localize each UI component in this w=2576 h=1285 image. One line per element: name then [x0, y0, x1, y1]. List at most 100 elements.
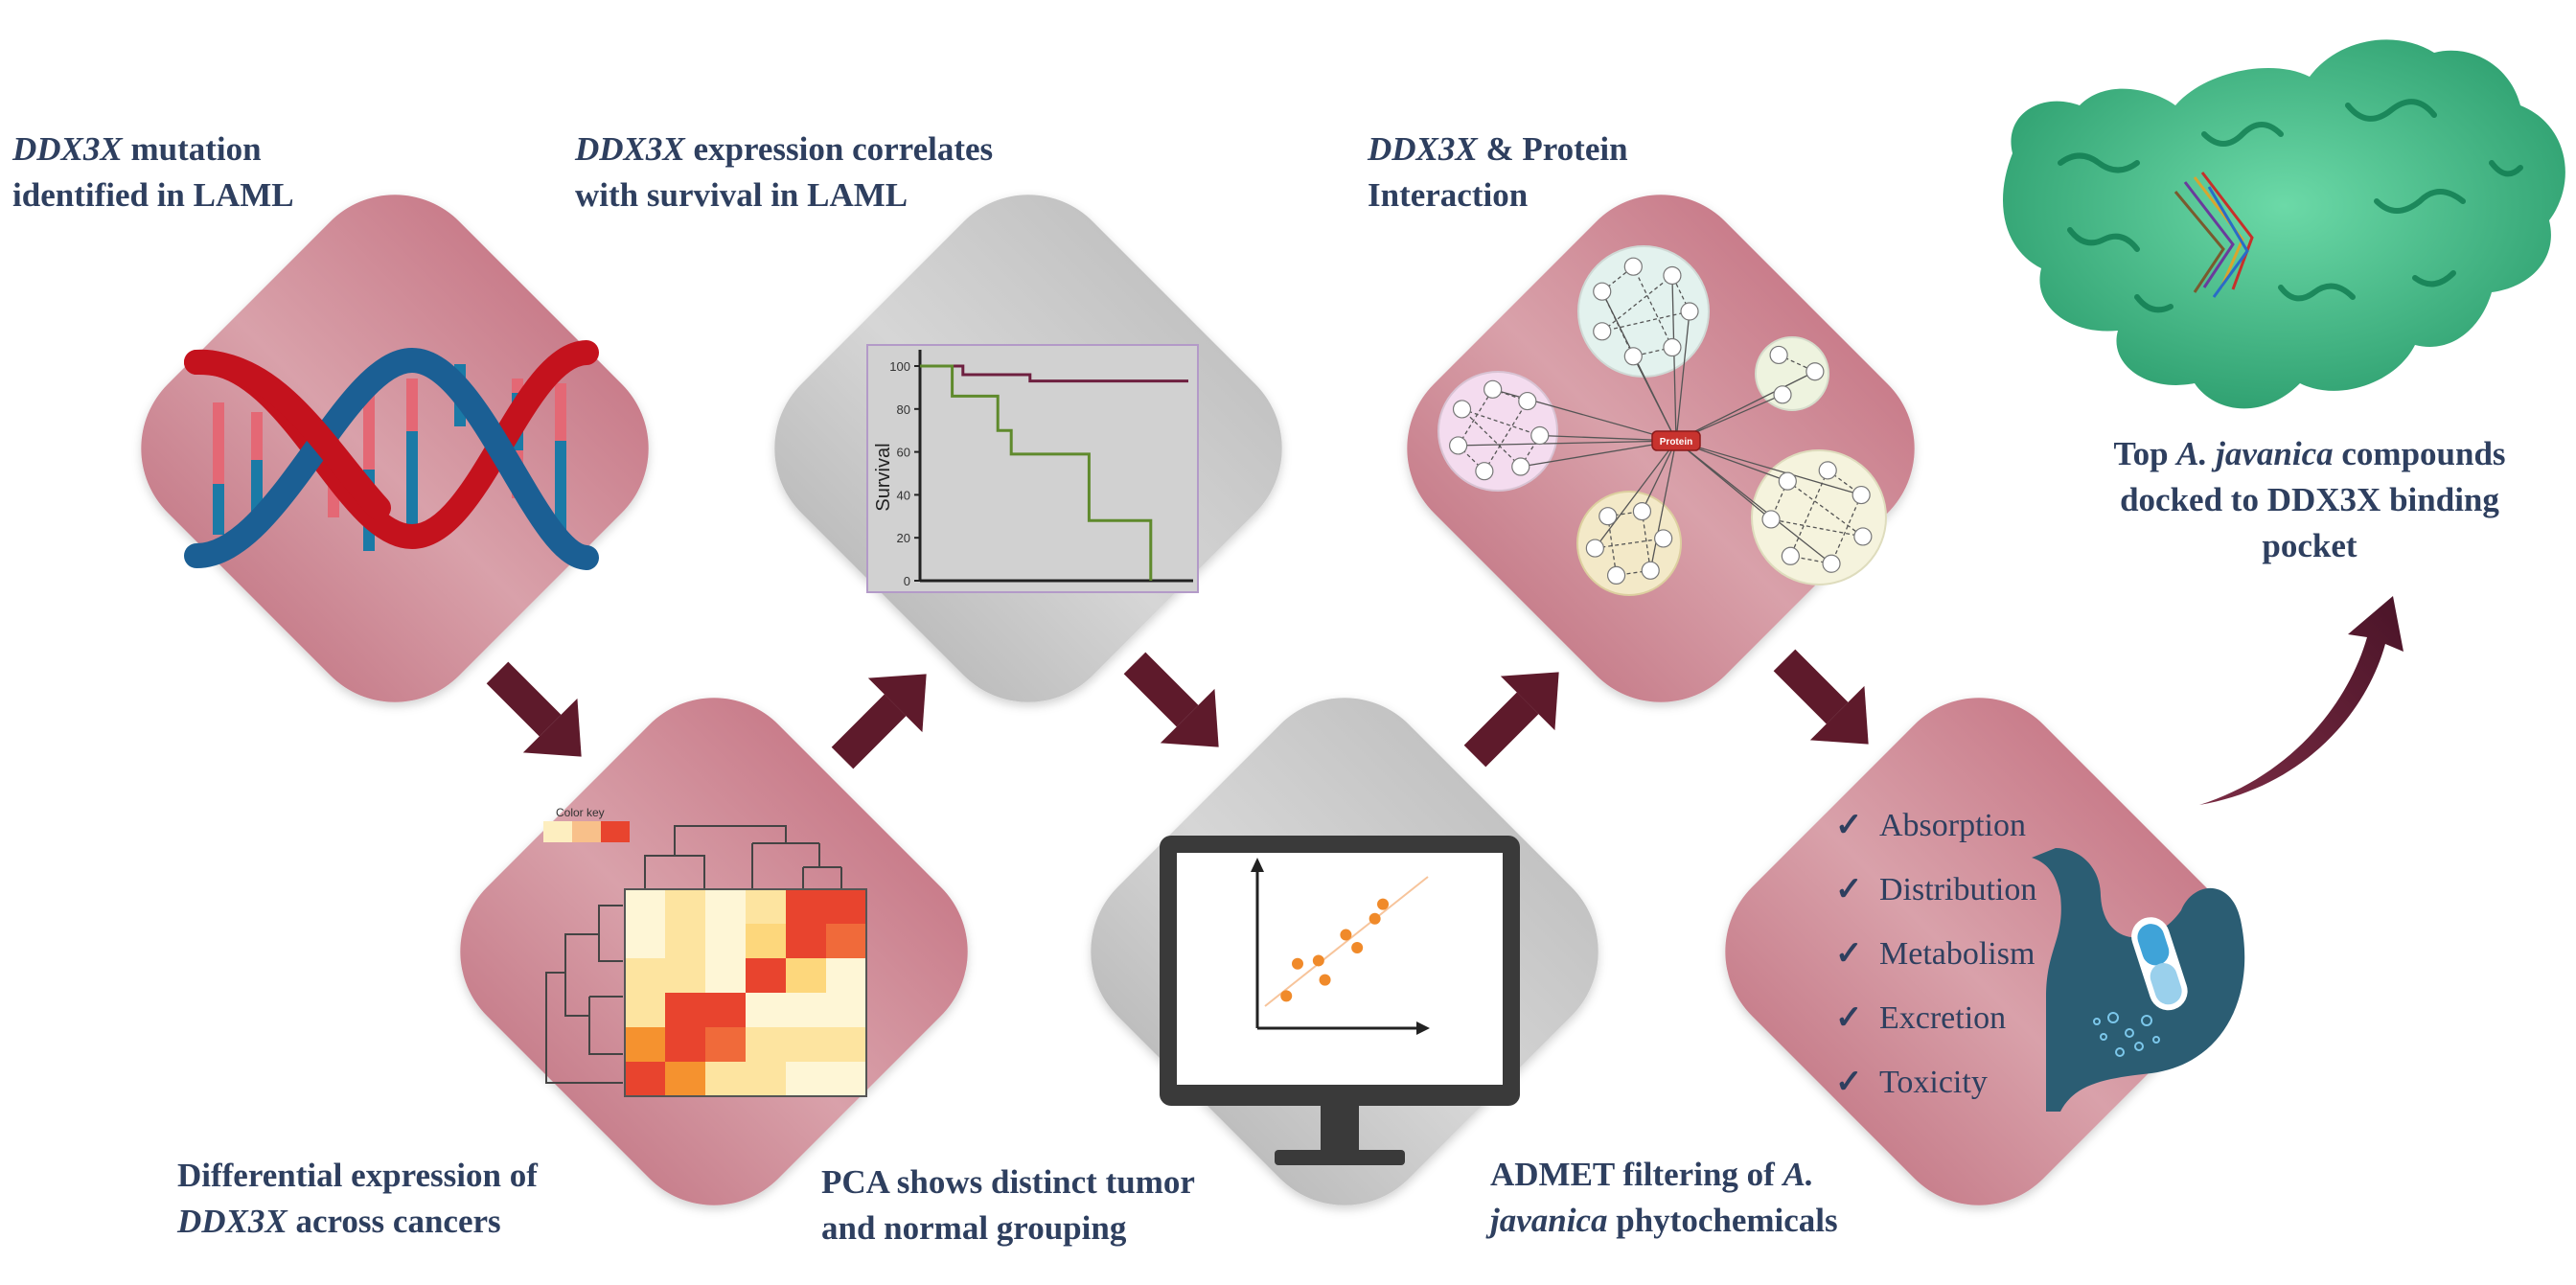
- label-text: identified in LAML: [12, 176, 294, 214]
- ppi-node: [1511, 457, 1530, 476]
- ppi-node: [1778, 471, 1797, 491]
- hub-label: Protein: [1660, 437, 1692, 447]
- ppi-edge: [1594, 440, 1677, 549]
- ppi-edge: [1641, 440, 1677, 512]
- heatmap-cell: [826, 958, 866, 993]
- heatmap-cell: [826, 924, 866, 958]
- label-text: mutation: [122, 130, 262, 168]
- check-icon: ✓: [1835, 1000, 1863, 1036]
- ppi-node: [1781, 546, 1800, 565]
- label-text: compounds: [2333, 435, 2506, 472]
- ppi-edge: [1607, 516, 1618, 576]
- ppi-node: [1663, 265, 1682, 286]
- arrow-survival-to-pca: [1123, 652, 1219, 747]
- heatmap-cell: [665, 924, 705, 958]
- particles-icon: [2093, 1012, 2160, 1057]
- ppi-node: [1623, 347, 1643, 366]
- heatmap-cell: [705, 889, 746, 924]
- heatmap-cell: [786, 924, 826, 958]
- heatmap-cell: [705, 924, 746, 958]
- protein-structure-icon: [2003, 39, 2565, 409]
- label-text: with survival in LAML: [575, 176, 908, 214]
- label-mutation: DDX3X mutation identified in LAML: [12, 126, 294, 218]
- ppi-edge: [1675, 440, 1772, 520]
- admet-item-label: Distribution: [1879, 872, 2037, 907]
- y-tick-label: 60: [897, 446, 910, 460]
- ppi-node: [1585, 539, 1604, 558]
- pca-point: [1340, 929, 1352, 941]
- ppi-edge: [1675, 371, 1816, 442]
- ppi-edge: [1830, 494, 1862, 564]
- admet-item: ✓ Distribution: [1835, 867, 2036, 931]
- ppi-node: [1641, 561, 1660, 580]
- arrow-admet-to-docking: [2199, 596, 2404, 805]
- admet-item-label: Metabolism: [1879, 936, 2036, 972]
- label-text: Interaction: [1368, 176, 1529, 214]
- label-survival: DDX3X expression correlates with surviva…: [575, 126, 993, 218]
- ppi-node: [1853, 527, 1873, 546]
- ppi-node: [1773, 385, 1792, 404]
- label-text: across cancers: [287, 1203, 501, 1240]
- heatmap-cell: [786, 1062, 826, 1096]
- ppi-node: [1822, 554, 1841, 573]
- y-tick-label: 100: [889, 359, 910, 374]
- ppi-node: [1761, 510, 1781, 529]
- admet-item-label: Absorption: [1879, 808, 2026, 843]
- label-docking: Top A. javanica compounds docked to DDX3…: [2080, 431, 2540, 569]
- label-text: PCA shows distinct tumor: [821, 1163, 1195, 1201]
- survival-series: [920, 364, 1188, 581]
- heatmap-cell: [665, 889, 705, 924]
- heatmap-cell: [705, 1062, 746, 1096]
- ppi-edge: [1632, 265, 1673, 348]
- column-dendrogram: [644, 825, 842, 891]
- ppi-edge: [1484, 401, 1529, 472]
- ppi-node: [1806, 362, 1825, 381]
- ppi-edge: [1601, 290, 1677, 442]
- label-text: Top: [2113, 435, 2177, 472]
- species-name: A.: [1782, 1156, 1814, 1193]
- ppi-edge: [1671, 275, 1677, 442]
- heatmap-figure: Color key: [543, 806, 867, 1097]
- heatmap-cell: [746, 1027, 786, 1062]
- label-text: & Protein: [1477, 130, 1628, 168]
- ppi-edge: [1461, 408, 1522, 468]
- pca-scatter: [1280, 898, 1390, 1002]
- y-tick-label: 40: [897, 488, 910, 502]
- dna-helix-icon: [184, 340, 599, 570]
- pca-point: [1377, 898, 1390, 910]
- heatmap-cell: [826, 889, 866, 924]
- species-name: javanica: [1490, 1202, 1608, 1239]
- admet-checklist: ✓ Absorption ✓ Distribution ✓ Metabolism ✓ E…: [1835, 803, 2036, 1124]
- connector-arrows: [486, 649, 1869, 769]
- label-text: docked to DDX3X binding: [2120, 481, 2499, 518]
- heatmap-cell: [665, 1027, 705, 1062]
- ppi-node: [1606, 565, 1626, 585]
- admet-item-label: Excretion: [1879, 1000, 2007, 1036]
- ppi-edge: [1649, 440, 1677, 571]
- ppi-edge: [1675, 440, 1832, 564]
- ppi-edge: [1520, 440, 1677, 468]
- row-dendrogram: [545, 905, 623, 1084]
- y-axis-label: Survival: [873, 443, 894, 511]
- label-pca: PCA shows distinct tumor and normal grou…: [821, 1159, 1195, 1251]
- ppi-node: [1663, 337, 1682, 357]
- check-icon: ✓: [1835, 1065, 1863, 1100]
- ppi-node: [1680, 302, 1699, 321]
- capsule-icon: [2131, 917, 2188, 1011]
- diamond-mutation: [141, 195, 649, 702]
- heatmap-cell: [746, 889, 786, 924]
- heatmap-cell: [665, 993, 705, 1027]
- ppi-node: [1593, 322, 1612, 341]
- pca-point: [1280, 990, 1293, 1002]
- check-icon: ✓: [1835, 872, 1863, 907]
- admet-item: ✓ Excretion: [1835, 996, 2036, 1060]
- ppi-edge: [1458, 388, 1494, 447]
- ppi-node: [1484, 379, 1503, 399]
- label-text: expression correlates: [684, 130, 994, 168]
- heatmap-cell: [705, 958, 746, 993]
- heatmap-cell: [746, 958, 786, 993]
- pca-point: [1351, 942, 1364, 953]
